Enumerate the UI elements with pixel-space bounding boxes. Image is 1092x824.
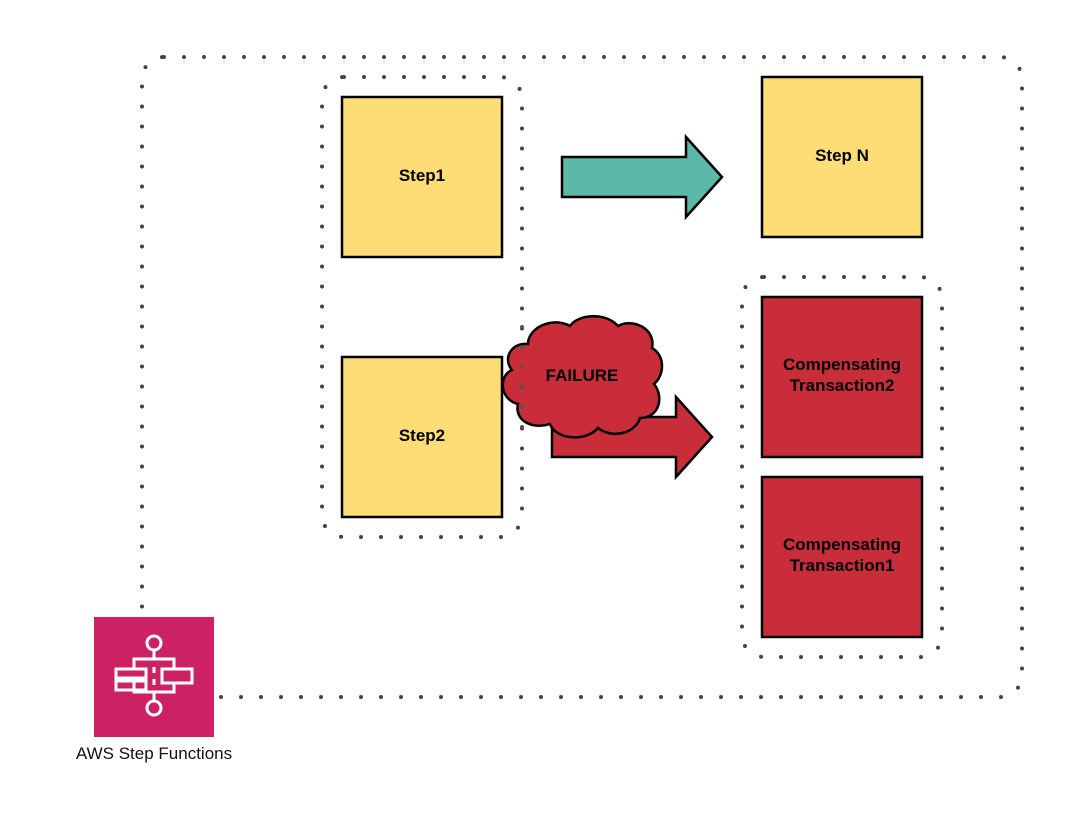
step2-node[interactable]: Step2 — [340, 355, 504, 519]
step-functions-glyph — [114, 634, 194, 717]
compensating-transaction2-node[interactable]: Compensating Transaction2 — [760, 295, 924, 459]
compensating-transaction1-node[interactable]: Compensating Transaction1 — [760, 475, 924, 639]
success-arrow — [560, 133, 724, 221]
step2-label: Step2 — [399, 426, 445, 445]
comp1-label-line1: Compensating — [783, 535, 901, 554]
workflow-container — [140, 55, 1024, 699]
service-caption: AWS Step Functions — [75, 744, 233, 763]
step-n-node[interactable]: Step N — [760, 75, 924, 239]
compensation-group-container — [740, 275, 944, 659]
step-n-label: Step N — [815, 146, 869, 165]
failure-label: FAILURE — [546, 366, 619, 385]
failure-cloud: FAILURE — [501, 315, 664, 439]
comp2-label-line2: Transaction2 — [790, 376, 895, 395]
step1-label: Step1 — [399, 166, 445, 185]
steps-group-container — [320, 75, 524, 539]
comp2-label-line1: Compensating — [783, 355, 901, 374]
step-functions-icon — [94, 617, 214, 737]
step1-node[interactable]: Step1 — [340, 95, 504, 259]
comp1-label-line2: Transaction1 — [790, 556, 895, 575]
